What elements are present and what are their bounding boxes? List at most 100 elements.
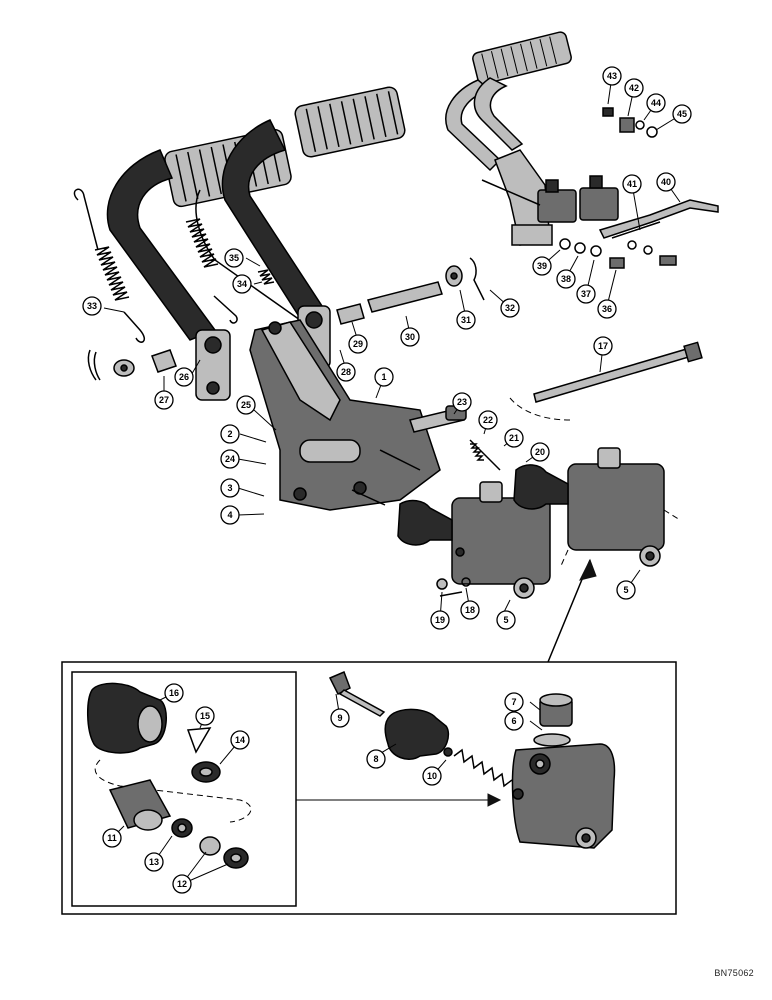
svg-text:35: 35	[229, 253, 239, 263]
svg-text:28: 28	[341, 367, 351, 377]
callout-30: 30	[400, 327, 420, 347]
svg-text:42: 42	[629, 83, 639, 93]
svg-text:11: 11	[107, 833, 117, 843]
svg-text:20: 20	[535, 447, 545, 457]
callout-43: 43	[602, 66, 622, 86]
callout-12: 12	[172, 874, 192, 894]
svg-text:5: 5	[503, 615, 508, 625]
svg-text:30: 30	[405, 332, 415, 342]
callout-28: 28	[336, 362, 356, 382]
callout-37: 37	[576, 284, 596, 304]
svg-text:24: 24	[225, 454, 235, 464]
svg-text:12: 12	[177, 879, 187, 889]
callout-22: 22	[478, 410, 498, 430]
callout-17: 17	[593, 336, 613, 356]
svg-text:45: 45	[677, 109, 687, 119]
callout-9: 9	[330, 708, 350, 728]
callout-27: 27	[154, 390, 174, 410]
svg-text:33: 33	[87, 301, 97, 311]
callout-8: 8	[366, 749, 386, 769]
svg-text:14: 14	[235, 735, 245, 745]
master-cylinders	[397, 447, 665, 599]
callout-42: 42	[624, 78, 644, 98]
svg-text:40: 40	[661, 177, 671, 187]
cross-shaft	[336, 257, 485, 325]
svg-text:18: 18	[465, 605, 475, 615]
svg-text:8: 8	[373, 754, 378, 764]
inset-pedal-assembly	[445, 31, 719, 269]
callout-1: 1	[374, 367, 394, 387]
svg-text:4: 4	[227, 510, 232, 520]
callout-7: 7	[504, 692, 524, 712]
callout-4: 4	[220, 505, 240, 525]
svg-text:25: 25	[241, 400, 251, 410]
svg-text:31: 31	[461, 315, 471, 325]
detail-pointer-arrow	[547, 558, 597, 663]
callout-15: 15	[195, 706, 215, 726]
callout-20: 20	[530, 442, 550, 462]
svg-text:7: 7	[511, 697, 516, 707]
callout-34: 34	[232, 274, 252, 294]
callout-24: 24	[220, 449, 240, 469]
return-springs	[73, 188, 275, 343]
pedal-support-bracket	[249, 319, 441, 511]
callout-32: 32	[500, 298, 520, 318]
catalog-number: BN75062	[714, 968, 754, 978]
svg-text:22: 22	[483, 415, 493, 425]
svg-text:1: 1	[381, 372, 386, 382]
callout-38: 38	[556, 269, 576, 289]
svg-text:32: 32	[505, 303, 515, 313]
callout-13: 13	[144, 852, 164, 872]
callout-5-right: 5	[616, 580, 636, 600]
callout-39: 39	[532, 256, 552, 276]
svg-text:29: 29	[353, 339, 363, 349]
callout-44: 44	[646, 93, 666, 113]
callout-10: 10	[422, 766, 442, 786]
callout-2: 2	[220, 424, 240, 444]
callout-21: 21	[504, 428, 524, 448]
callout-23: 23	[452, 392, 472, 412]
guide-lines	[94, 397, 681, 823]
svg-text:13: 13	[149, 857, 159, 867]
callout-33: 33	[82, 296, 102, 316]
callout-36: 36	[597, 299, 617, 319]
svg-text:21: 21	[509, 433, 519, 443]
svg-text:3: 3	[227, 483, 232, 493]
callout-26: 26	[174, 367, 194, 387]
callout-25: 25	[236, 395, 256, 415]
callout-29: 29	[348, 334, 368, 354]
svg-text:36: 36	[602, 304, 612, 314]
callout-41: 41	[622, 174, 642, 194]
cylinder-detail-box	[61, 661, 677, 915]
svg-text:19: 19	[435, 615, 445, 625]
svg-text:44: 44	[651, 98, 661, 108]
clutch-brake-pedals	[106, 86, 406, 401]
svg-text:41: 41	[627, 179, 637, 189]
callout-6: 6	[504, 711, 524, 731]
callout-31: 31	[456, 310, 476, 330]
svg-text:2: 2	[227, 429, 232, 439]
callout-45: 45	[672, 104, 692, 124]
svg-text:9: 9	[337, 713, 342, 723]
callout-16: 16	[164, 683, 184, 703]
svg-text:16: 16	[169, 688, 179, 698]
callout-14: 14	[230, 730, 250, 750]
svg-text:10: 10	[427, 771, 437, 781]
svg-text:43: 43	[607, 71, 617, 81]
callout-40: 40	[656, 172, 676, 192]
svg-text:5: 5	[623, 585, 628, 595]
callout-18: 18	[460, 600, 480, 620]
svg-text:34: 34	[237, 279, 247, 289]
callout-3: 3	[220, 478, 240, 498]
svg-text:6: 6	[511, 716, 516, 726]
svg-text:26: 26	[179, 372, 189, 382]
svg-text:15: 15	[200, 711, 210, 721]
left-small-parts	[87, 349, 177, 381]
svg-text:17: 17	[598, 341, 608, 351]
svg-text:38: 38	[561, 274, 571, 284]
svg-text:39: 39	[537, 261, 547, 271]
svg-text:23: 23	[457, 397, 467, 407]
svg-text:37: 37	[581, 289, 591, 299]
callout-35: 35	[224, 248, 244, 268]
